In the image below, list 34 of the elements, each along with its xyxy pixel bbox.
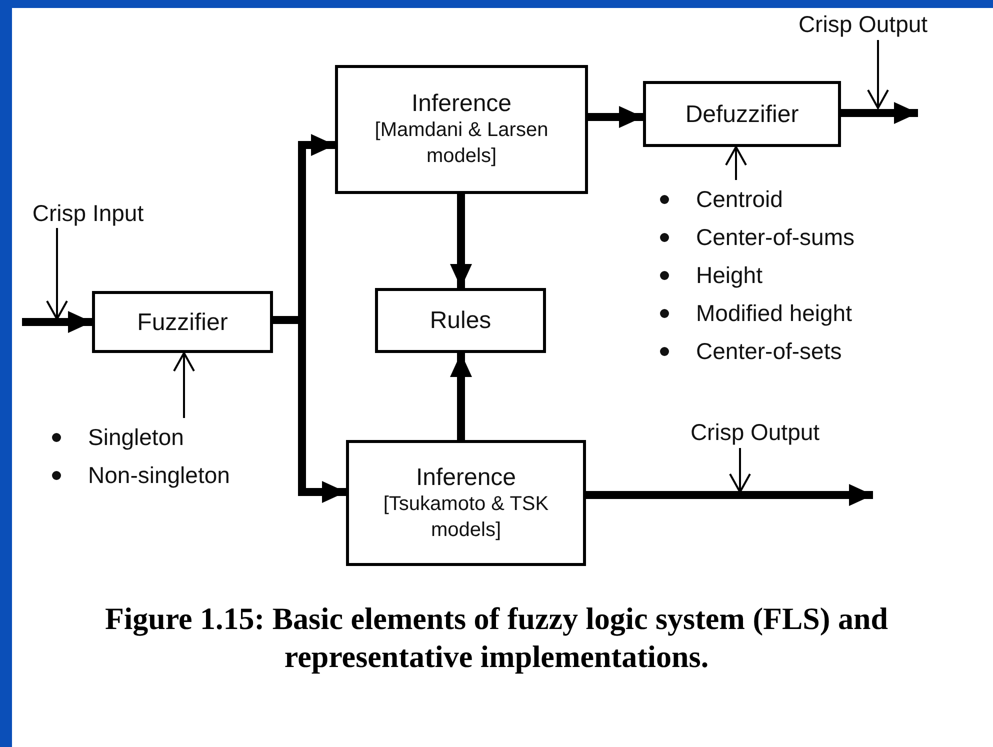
leader-arrow — [867, 40, 889, 109]
signal-label: Crisp Input — [32, 200, 144, 226]
arrow — [588, 106, 643, 128]
box-subtitle: [Tsukamoto & TSK models] — [382, 492, 550, 542]
box-label: Fuzzifier — [137, 308, 228, 336]
box-label: Rules — [430, 307, 492, 334]
arrow — [450, 194, 472, 288]
arrow — [841, 102, 918, 124]
list-item: Centroid — [656, 180, 783, 218]
signal-label: Crisp Output — [798, 10, 928, 38]
list-item: Center-of-sums — [656, 218, 854, 256]
list-item: Center-of-sets — [656, 332, 842, 370]
process-box — [346, 440, 586, 566]
arrow — [22, 311, 92, 333]
list-item: Height — [656, 256, 762, 294]
process-box — [643, 81, 841, 147]
signal-label: Crisp Output — [690, 418, 820, 446]
leader-arrow — [173, 352, 195, 418]
box-label: Inference — [416, 464, 516, 490]
arrow — [586, 484, 873, 506]
list-item: Singleton — [48, 418, 184, 456]
box-label: Inference — [411, 90, 512, 117]
leader-arrow — [46, 228, 68, 320]
process-box — [92, 291, 273, 353]
leader-arrow — [725, 146, 747, 180]
box-label: Defuzzifier — [685, 100, 799, 128]
process-box — [335, 65, 588, 194]
leader-arrow — [729, 448, 751, 493]
box-subtitle: [Mamdani & Larsen models] — [374, 118, 550, 169]
list-item: Non-singleton — [48, 456, 230, 494]
figure-caption: Figure 1.15: Basic elements of fuzzy logic system (FLS) and representative implementations. — [104, 600, 889, 676]
list-item: Modified height — [656, 294, 852, 332]
process-box — [375, 288, 546, 353]
arrow — [450, 353, 472, 440]
